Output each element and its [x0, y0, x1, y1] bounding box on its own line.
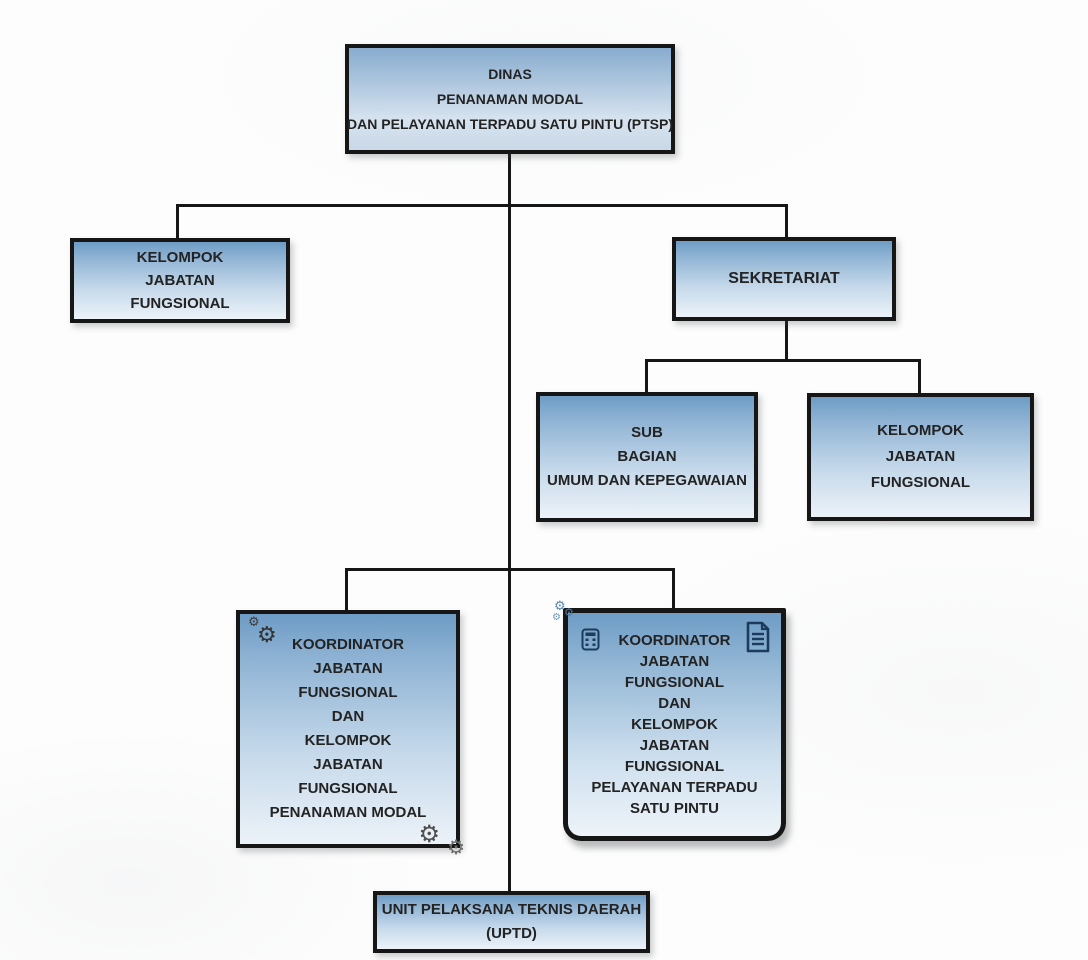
calculator-icon — [581, 628, 600, 654]
node-label: FUNGSIONAL — [298, 684, 398, 701]
connector-koordinator-horizontal — [345, 568, 675, 571]
connector-main-vertical — [508, 152, 511, 893]
node-label: FUNGSIONAL — [130, 295, 230, 312]
node-label: SUB — [631, 424, 663, 441]
node-label: KELOMPOK — [631, 716, 718, 733]
node-label: JABATAN — [145, 272, 215, 289]
node-label: PELAYANAN TERPADU — [591, 779, 758, 796]
connector-drop-koordinator-pm — [345, 568, 348, 612]
node-label: JABATAN — [639, 653, 710, 670]
node-label: JABATAN — [313, 660, 383, 677]
connector-drop-kelompok-left — [176, 204, 179, 240]
node-label: DAN PELAYANAN TERPADU SATU PINTU (PTSP) — [347, 115, 673, 132]
node-label: PENANAMAN MODAL — [436, 90, 584, 107]
node-label: DAN — [658, 695, 691, 712]
node-label: KELOMPOK — [877, 422, 964, 439]
connector-drop-sekretariat — [785, 204, 788, 240]
node-label: JABATAN — [639, 737, 710, 754]
node-label: (UPTD) — [486, 925, 537, 942]
node-koordinator-penanaman-modal: ⚙ ⚙ ⚙ ⚙ KOORDINATOR JABATAN FUNGSIONAL D… — [236, 610, 465, 857]
node-label: SATU PINTU — [630, 800, 719, 817]
node-label: FUNGSIONAL — [624, 758, 725, 775]
node-koordinator-pelayanan-terpadu: ⚙ ⚙ ⚙ KOORDINATOR JABATAN FUNGSIO — [552, 600, 786, 841]
node-sub-bagian-umum-kepegawaian: SUB BAGIAN UMUM DAN KEPEGAWAIAN — [536, 392, 758, 522]
gear-icon: ⚙ — [554, 599, 566, 614]
node-sekretariat: SEKRETARIAT — [672, 237, 896, 321]
node-label: FUNGSIONAL — [870, 474, 971, 491]
node-label: SEKRETARIAT — [728, 270, 840, 287]
node-label: BAGIAN — [617, 448, 677, 465]
node-label: KOORDINATOR — [618, 632, 731, 649]
node-label: KOORDINATOR — [292, 636, 404, 653]
gear-icon: ⚙ — [418, 820, 440, 848]
node-kelompok-jabatan-fungsional-left: KELOMPOK JABATAN FUNGSIONAL — [70, 238, 290, 323]
node-label: UMUM DAN KEPEGAWAIAN — [546, 472, 747, 489]
connector-sekretariat-down — [785, 319, 788, 362]
node-label: KELOMPOK — [304, 732, 392, 749]
gear-icon: ⚙ — [564, 606, 574, 619]
node-label: DAN — [331, 708, 365, 725]
connector-drop-sub-bagian — [645, 359, 648, 394]
node-uptd: UNIT PELAKSANA TEKNIS DAERAH (UPTD) — [373, 891, 650, 953]
node-label: FUNGSIONAL — [298, 780, 398, 797]
node-label: JABATAN — [885, 448, 956, 465]
connector-drop-koordinator-ptsp — [672, 568, 675, 610]
gear-icon: ⚙ — [552, 612, 561, 623]
node-label: KELOMPOK — [136, 249, 224, 266]
document-icon — [745, 621, 771, 656]
connector-level1-horizontal — [176, 204, 788, 207]
gear-icon: ⚙ — [248, 615, 260, 630]
node-label: UNIT PELAKSANA TEKNIS DAERAH — [381, 901, 642, 918]
node-label: FUNGSIONAL — [624, 674, 725, 691]
node-label: DINAS — [488, 65, 532, 82]
node-dinas: DINAS PENANAMAN MODAL DAN PELAYANAN TERP… — [345, 44, 675, 154]
connector-drop-kelompok-right — [918, 359, 921, 395]
node-kelompok-jabatan-fungsional-right: KELOMPOK JABATAN FUNGSIONAL — [807, 393, 1034, 521]
node-label: PENANAMAN MODAL — [269, 804, 427, 821]
gear-icon: ⚙ — [257, 623, 277, 648]
connector-sekretariat-horizontal — [645, 359, 921, 362]
node-label: JABATAN — [313, 756, 383, 773]
gear-icon: ⚙ — [447, 835, 465, 859]
